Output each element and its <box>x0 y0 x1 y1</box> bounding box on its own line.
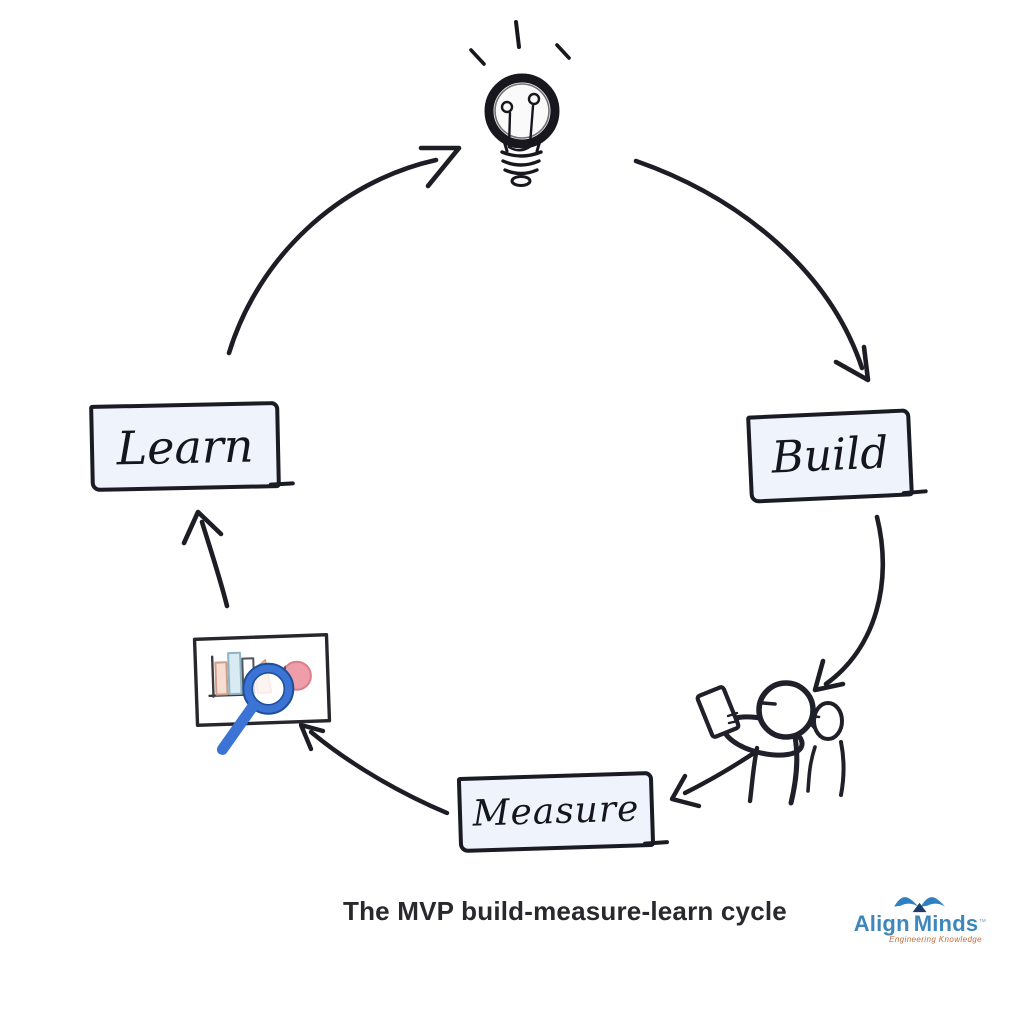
lightbulb-icon <box>469 20 571 187</box>
learn-label: Learn <box>116 418 254 475</box>
arrow-idea-to-build <box>633 158 871 383</box>
arrow-measure-to-analytics <box>298 722 450 816</box>
measure-stage-box: Measure <box>456 770 656 854</box>
mountain-peaks-icon <box>894 897 945 913</box>
measure-label: Measure <box>471 788 640 835</box>
arrow-users-to-measure <box>669 748 760 809</box>
build-stage-box: Build <box>746 408 914 504</box>
chart-magnifier-icon <box>192 633 332 755</box>
logo-tagline: Engineering Knowledge <box>889 935 982 944</box>
logo-word-align: Align <box>853 911 910 936</box>
build-label: Build <box>770 427 890 484</box>
logo-word-minds: Minds <box>913 911 979 936</box>
arrow-analytics-to-learn <box>181 509 230 609</box>
logo-trademark: ™ <box>978 917 987 927</box>
users-testing-icon <box>695 680 846 806</box>
diagram-caption: The MVP build-measure-learn cycle <box>343 896 787 926</box>
arrow-learn-to-idea <box>226 145 462 356</box>
learn-stage-box: Learn <box>89 401 281 492</box>
arrow-build-to-users <box>812 514 886 693</box>
